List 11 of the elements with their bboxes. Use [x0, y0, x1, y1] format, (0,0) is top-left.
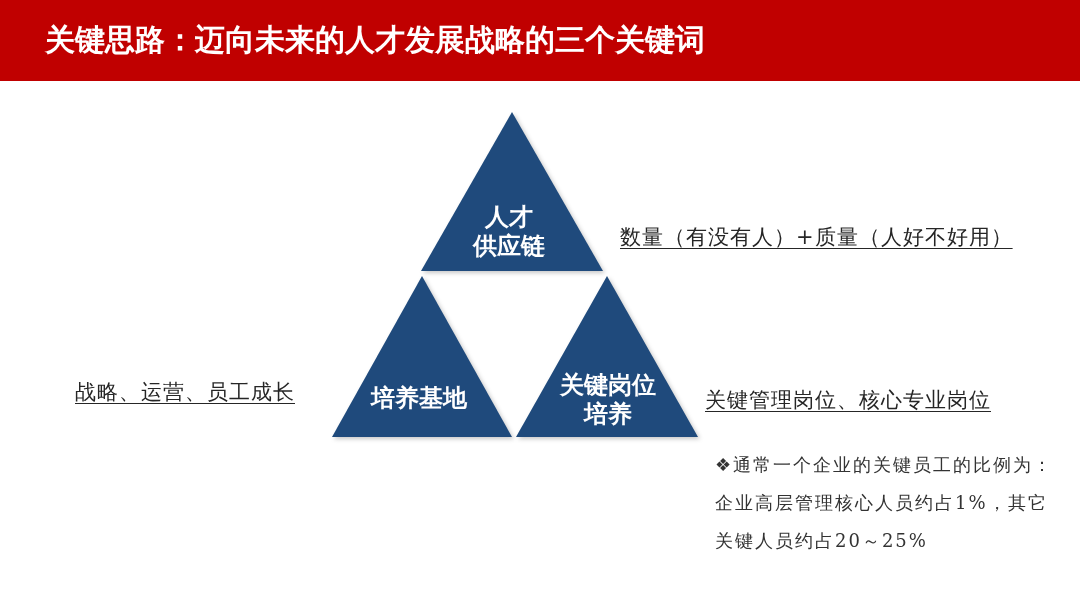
description-text: 战略、运营、员工成长 [75, 379, 295, 406]
triangle-block [516, 276, 698, 437]
description-text: 数量（有没有人）+质量（人好不好用） [620, 224, 1013, 251]
block-label: 培养基地 [369, 383, 468, 413]
note-text: ❖通常一个企业的关键员工的比例为：企业高层管理核心人员约占1%，其它关键人员约占20～25% [715, 453, 1054, 553]
slide-title: 关键思路：迈向未来的人才发展战略的三个关键词 [45, 21, 705, 59]
triangle-block [332, 276, 512, 437]
description-text: 关键管理岗位、核心专业岗位 [705, 387, 991, 414]
block-label: 关键岗位培养 [559, 371, 657, 429]
triangle-block [421, 112, 603, 271]
block-label: 人才供应链 [473, 203, 547, 261]
